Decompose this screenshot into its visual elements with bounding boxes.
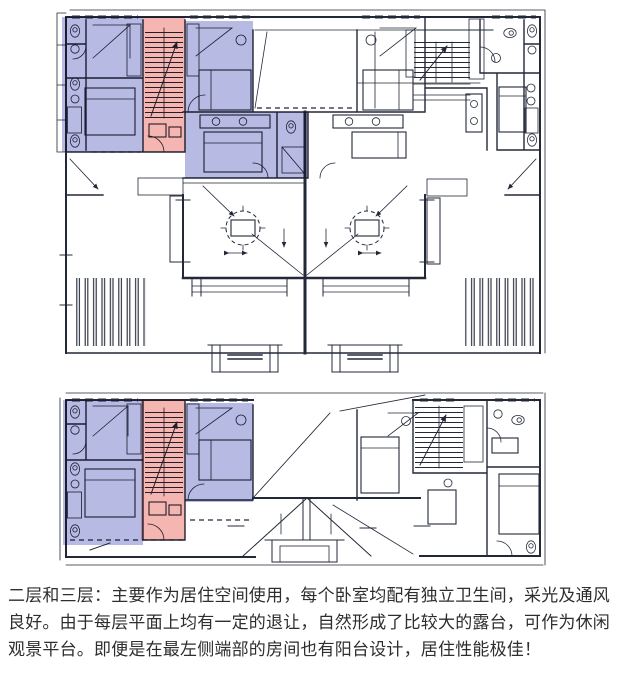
staircase [405,18,494,101]
pergola-hatch [72,278,146,346]
entry-stoop [327,344,403,373]
pergola-hatch [464,278,538,346]
porch-left [175,185,305,297]
floor-plans-image [56,9,546,566]
highlight-staircase-zone [141,400,185,540]
caption: 二层和三层：主要作为居住空间使用，每个卧室均配有独立卫生间，采光及通风良好。由于… [0,572,620,664]
floor-plan-third-floor [59,392,546,566]
highlight-bedroom-zone [185,403,253,502]
bed [360,436,400,494]
bathroom-fixtures [486,409,525,454]
terrace-left [59,158,184,346]
entry-stoop [207,344,283,373]
porch-right [305,185,435,297]
highlight-staircase-zone [143,17,185,152]
bed [362,69,414,111]
dresser [332,114,404,129]
bed [498,473,540,535]
bed [498,86,527,133]
staircase [415,405,484,469]
caption-text: 二层和三层：主要作为居住空间使用，每个卧室均配有独立卫生间，采光及通风良好。由于… [8,586,610,660]
highlight-bedroom-zone [63,400,143,545]
highlight-bedroom-zone [62,17,143,152]
highlight-bedroom-zone [185,21,253,112]
outdoor-steps [426,178,468,197]
bathroom-fixtures [479,24,539,147]
floor-plan-second-floor [56,9,546,373]
bed [351,131,407,159]
highlight-bedroom-zone [185,112,308,178]
outdoor-steps [137,177,184,196]
terrace-right [426,158,541,346]
entry-canopy-roof [227,412,431,563]
